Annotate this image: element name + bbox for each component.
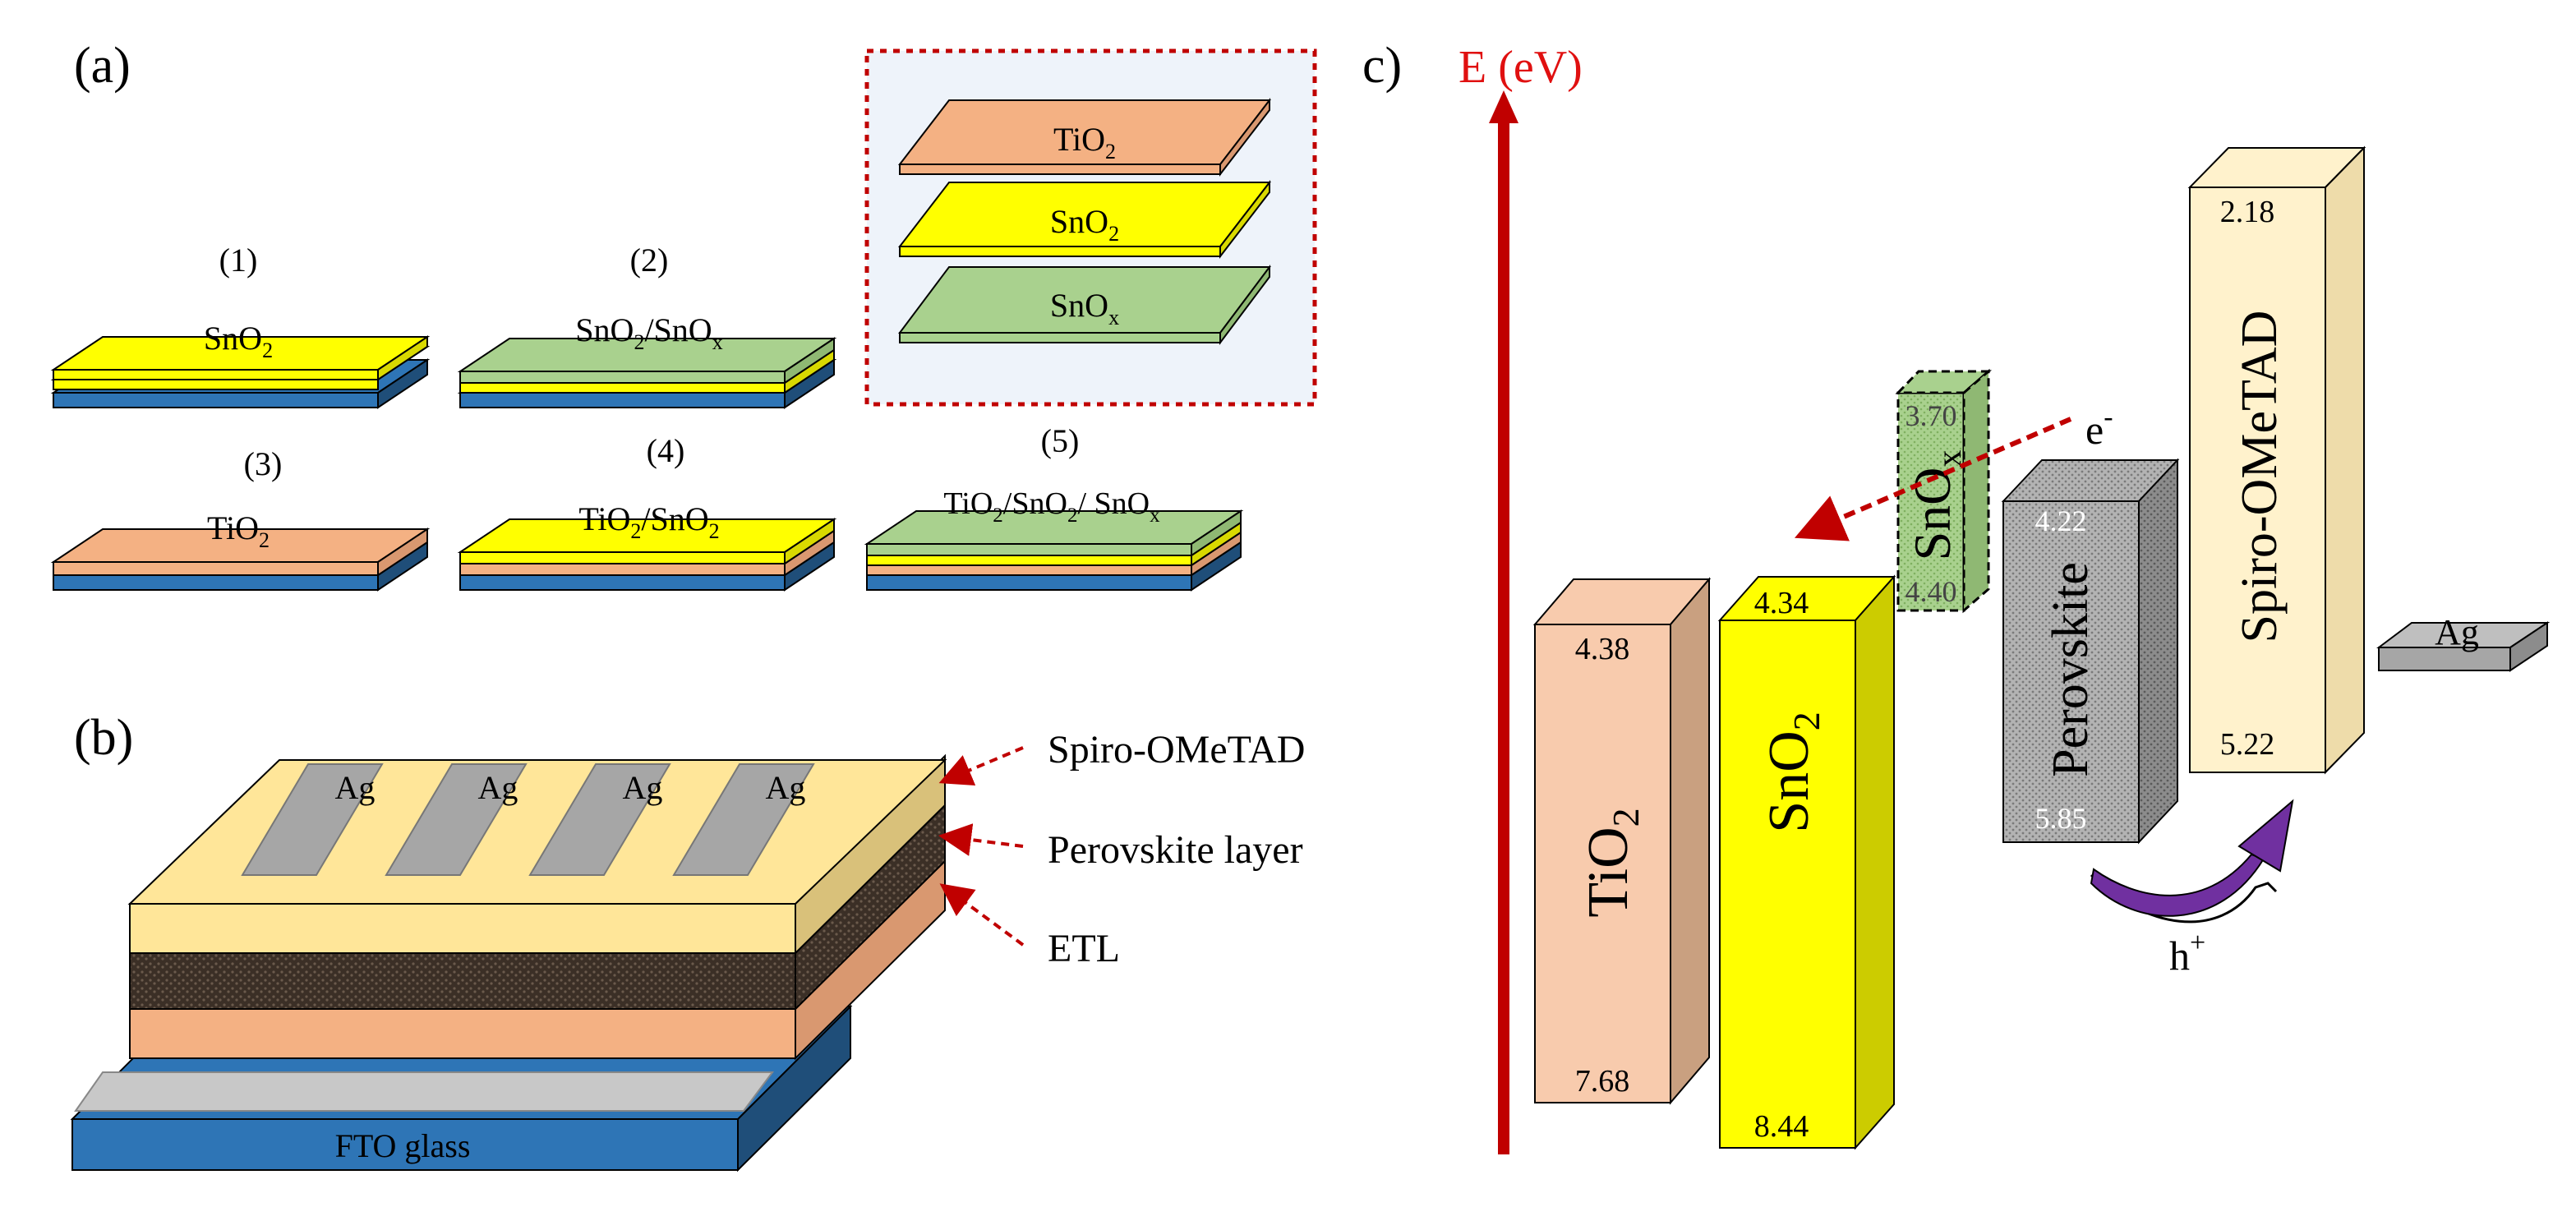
sample-4-number: (4) (647, 432, 685, 469)
callout-spiro: Spiro-OMeTAD (1048, 728, 1305, 772)
panel-c-tag: c) (1362, 38, 1402, 94)
sample-5-label: TiO2/SnO2/ SnOx (943, 486, 1160, 527)
sample-4-label: TiO2/SnO2 (578, 500, 719, 543)
electron-label: e- (2085, 402, 2113, 453)
panel-c: c) E (eV) 4.38 7.68 TiO2 4.34 8.44 SnO2 (1362, 38, 2551, 1154)
sample-1: (1) SnO2 (50, 242, 431, 409)
electron-transfer: e- (1794, 402, 2113, 541)
etl-layer (129, 859, 946, 1061)
hole-label: h+ (2169, 928, 2205, 979)
snox-label: SnOx (1903, 450, 1969, 561)
spiro-top: 2.18 (2220, 195, 2275, 229)
tio2-bottom: 7.68 (1575, 1064, 1630, 1099)
sno2-top: 4.34 (1754, 586, 1809, 620)
sno2-bottom: 8.44 (1754, 1109, 1809, 1144)
panel-a-tag: (a) (74, 38, 131, 94)
band-snox: 3.70 4.40 SnOx (1895, 368, 1993, 614)
sample-2-number: (2) (630, 242, 669, 279)
energy-axis: E (eV) (1459, 42, 1583, 1154)
sample-1-number: (1) (219, 242, 258, 279)
snox-bottom: 4.40 (1906, 575, 1957, 608)
ag-label-4: Ag (766, 769, 806, 806)
snox-top: 3.70 (1906, 399, 1957, 432)
tio2-top: 4.38 (1575, 632, 1630, 666)
ag-label-3: Ag (623, 769, 663, 806)
spiro-label: Spiro-OMeTAD (2232, 311, 2288, 643)
sample-3: (3) TiO2 (50, 445, 431, 592)
sample-3-number: (3) (244, 445, 283, 482)
band-sno2: 4.34 8.44 SnO2 (1717, 574, 1896, 1150)
hole-transfer: h+ (2090, 799, 2294, 979)
panel-b-tag: (b) (74, 710, 133, 766)
sample-4: (4) TiO2/SnO2 (457, 432, 837, 592)
callout-perovskite: Perovskite layer (1048, 828, 1303, 872)
ag-band-label: Ag (2435, 612, 2479, 652)
sno2-label: SnO2 (1758, 712, 1827, 832)
band-spiro: 2.18 5.22 Spiro-OMeTAD (2187, 145, 2366, 775)
panel-b: (b) FTO glass (70, 710, 1305, 1172)
fto-glass-label: FTO glass (335, 1127, 471, 1164)
layer-stack-inset: TiO2 SnO2 SnOx (864, 48, 1317, 407)
perovskite-top: 4.22 (2035, 504, 2087, 537)
callout-etl: ETL (1048, 927, 1120, 970)
band-ag: Ag (2376, 612, 2551, 672)
axis-label: E (eV) (1459, 42, 1583, 93)
tio2-label: TiO2 (1577, 808, 1647, 917)
sample-5-number: (5) (1041, 422, 1080, 459)
inset-layer-3: SnOx (1050, 287, 1119, 329)
band-tio2: 4.38 7.68 TiO2 (1532, 577, 1712, 1105)
spiro-bottom: 5.22 (2220, 727, 2275, 762)
ag-label-2: Ag (478, 769, 518, 806)
spiro-layer (127, 753, 947, 956)
panel-a: (a) (1) SnO2 (2) SnO2/SnOx (50, 38, 1317, 592)
perovskite-bottom: 5.85 (2035, 802, 2087, 835)
inset-layer-1: TiO2 (1053, 121, 1116, 164)
perovskite-label: Perovskite (2043, 562, 2099, 777)
sample-5: (5) TiO2/SnO2/ SnOx (864, 422, 1244, 592)
sample-1-label: SnO2 (204, 320, 273, 362)
sample-2: (2) SnO2/SnOx (457, 242, 837, 409)
callouts: Spiro-OMeTAD Perovskite layer ETL (938, 728, 1305, 970)
ag-electrodes: Ag Ag Ag Ag (241, 763, 815, 876)
sample-2-label: SnO2/SnOx (575, 311, 722, 354)
ag-label-1: Ag (335, 769, 376, 806)
inset-layer-2: SnO2 (1050, 203, 1119, 246)
band-perovskite: 4.22 5.85 Perovskite (2001, 458, 2180, 845)
sample-3-label: TiO2 (207, 509, 270, 552)
perovskite-layer (129, 803, 946, 1011)
